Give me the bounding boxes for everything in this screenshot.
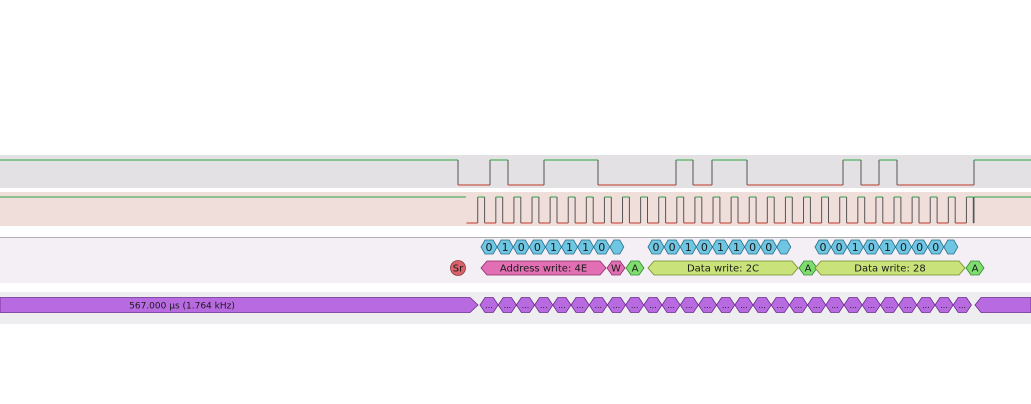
period-label: 567.000 µs (1.764 kHz)	[129, 302, 235, 312]
pulse-label: ...	[631, 301, 639, 310]
pulse-label: ...	[667, 301, 675, 310]
bit-value: 0	[653, 241, 660, 254]
pulse-label: ...	[904, 301, 912, 310]
pulse-label: ...	[758, 301, 766, 310]
data-write-block	[814, 260, 966, 276]
bit-value: 0	[868, 241, 875, 254]
sda-signal-lane	[0, 153, 1031, 191]
ack-label: A	[632, 264, 639, 275]
pulse-label: ...	[740, 301, 748, 310]
pulse-label: ...	[685, 301, 693, 310]
ack-bit-cell	[943, 239, 959, 255]
start-condition-marker	[450, 260, 466, 276]
pulse-label: ...	[776, 301, 784, 310]
timing-measurement-bar: 567.000 µs (1.764 kHz)..................…	[0, 292, 1031, 324]
trailing-period-block	[974, 297, 1031, 313]
data-write-label: Data write: 28	[854, 264, 925, 275]
bit-value: 0	[598, 241, 605, 254]
pulse-label: ...	[613, 301, 621, 310]
rw-bit-block	[606, 260, 626, 276]
bit-value: 1	[566, 241, 573, 254]
pulse-label: ...	[795, 301, 803, 310]
bit-value: 0	[701, 241, 708, 254]
pulse-label: ...	[922, 301, 930, 310]
pulse-label: ...	[722, 301, 730, 310]
bit-value: 1	[852, 241, 859, 254]
ack-label: A	[972, 264, 979, 275]
data-write-label: Data write: 2C	[687, 264, 759, 275]
scl-background	[0, 192, 1031, 226]
idle-period-block	[0, 297, 479, 313]
pulse-label: ...	[886, 301, 894, 310]
pulse-label: ...	[958, 301, 966, 310]
bit-value: 1	[884, 241, 891, 254]
bit-value: 1	[582, 241, 589, 254]
address-write-block	[480, 260, 607, 276]
pulse-label: ...	[940, 301, 948, 310]
sda-waveform	[0, 155, 1031, 188]
ack-label: A	[805, 264, 812, 275]
bit-value: 1	[502, 241, 509, 254]
bit-value: 0	[669, 241, 676, 254]
pulse-label: ...	[558, 301, 566, 310]
bit-value: 0	[932, 241, 939, 254]
pulse-label: ...	[849, 301, 857, 310]
pulse-label: ...	[649, 301, 657, 310]
bit-value: 1	[717, 241, 724, 254]
start-condition-label: Sr	[453, 264, 464, 275]
rw-bit-label: W	[611, 264, 621, 275]
scl-waveform	[0, 192, 1031, 226]
ack-block	[625, 260, 645, 276]
bit-value: 0	[820, 241, 827, 254]
pulse-label: ...	[522, 301, 530, 310]
bit-value: 0	[765, 241, 772, 254]
pulse-label: ...	[485, 301, 493, 310]
pulse-label: ...	[540, 301, 548, 310]
bit-value: 0	[486, 241, 493, 254]
ack-block	[965, 260, 985, 276]
bit-value: 0	[534, 241, 541, 254]
ack-bit-cell	[609, 239, 625, 255]
pulse-label: ...	[594, 301, 602, 310]
bit-value: 0	[916, 241, 923, 254]
pulse-label: ...	[813, 301, 821, 310]
ack-bit-cell	[776, 239, 792, 255]
pulse-label: ...	[867, 301, 875, 310]
bit-value: 1	[733, 241, 740, 254]
pulse-label: ...	[831, 301, 839, 310]
data-write-block	[647, 260, 799, 276]
bit-value: 1	[550, 241, 557, 254]
bit-value: 1	[685, 241, 692, 254]
bit-value: 0	[518, 241, 525, 254]
timing-measurement-lane: 567.000 µs (1.764 kHz)..................…	[0, 292, 1031, 324]
scl-signal-lane	[0, 191, 1031, 228]
pulse-label: ...	[704, 301, 712, 310]
bit-value: 0	[749, 241, 756, 254]
pulse-label: ...	[503, 301, 511, 310]
pulse-label: ...	[576, 301, 584, 310]
address-write-label: Address write: 4E	[500, 264, 587, 275]
bit-value: 0	[900, 241, 907, 254]
clock-pulse-block	[952, 297, 972, 313]
bit-value: 0	[836, 241, 843, 254]
